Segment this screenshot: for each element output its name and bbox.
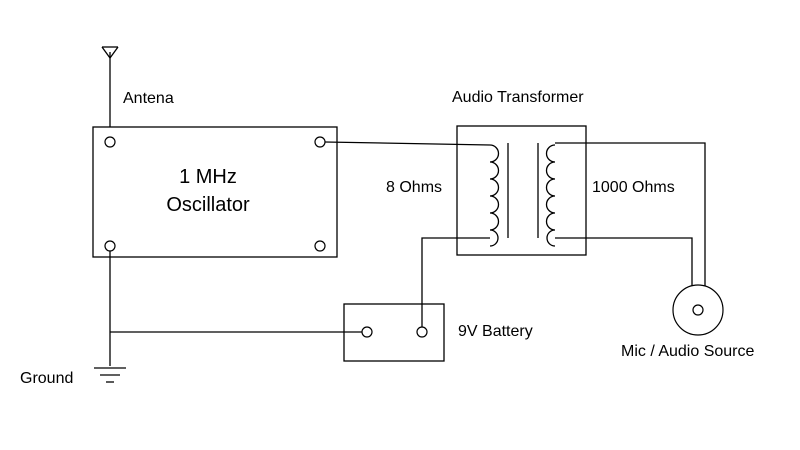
- oscillator-terminal-bottom-right: [314, 240, 326, 252]
- battery-terminal-positive: [416, 326, 428, 338]
- oscillator-module: [92, 126, 338, 258]
- mic-audio-source: [672, 284, 724, 336]
- primary-impedance-label: 8 Ohms: [386, 179, 442, 196]
- audio-transformer: [456, 125, 587, 256]
- primary-coil: [489, 144, 500, 247]
- ground-label: Ground: [20, 370, 73, 387]
- oscillator-terminal-top-right: [314, 136, 326, 148]
- antenna-symbol: [101, 46, 119, 136]
- wires: [109, 141, 706, 366]
- transformer-label: Audio Transformer: [452, 89, 584, 106]
- antenna-label: Antena: [123, 90, 174, 107]
- oscillator-frequency-label: 1 MHz: [179, 166, 237, 188]
- wire-primary-to-battery: [421, 237, 490, 327]
- mic-label: Mic / Audio Source: [621, 343, 755, 360]
- battery-terminal-negative: [361, 326, 373, 338]
- battery-label: 9V Battery: [458, 323, 533, 340]
- secondary-coil: [545, 144, 556, 247]
- oscillator-name-label: Oscillator: [166, 194, 250, 216]
- wire-secondary-bottom-to-mic: [555, 237, 693, 286]
- ground-symbol: [94, 367, 126, 383]
- oscillator-terminal-top-left: [104, 136, 116, 148]
- oscillator-terminal-bottom-left: [104, 240, 116, 252]
- secondary-impedance-label: 1000 Ohms: [592, 179, 675, 196]
- wire-osc-to-primary-top: [324, 141, 491, 146]
- wire-secondary-top-to-mic: [555, 142, 706, 286]
